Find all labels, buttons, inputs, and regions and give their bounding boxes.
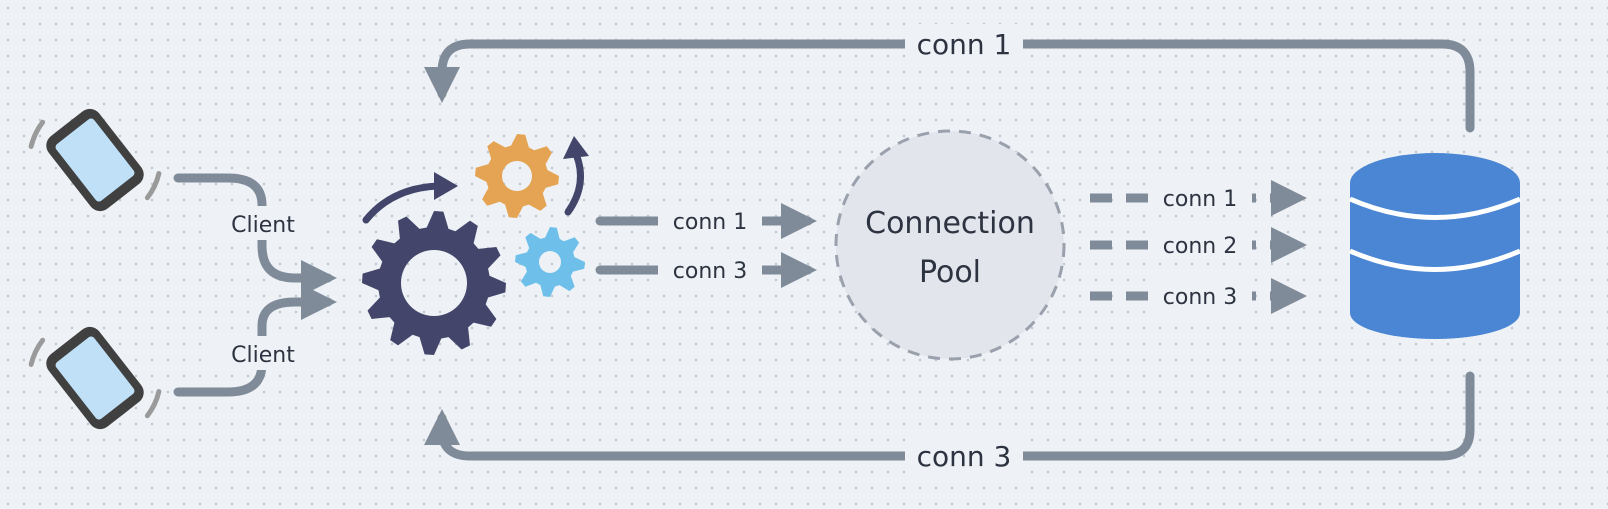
- label-bg: [1148, 228, 1252, 262]
- label-bg: [1148, 181, 1252, 215]
- rotate-arrow-icon: [564, 150, 584, 216]
- arrow-icon: [563, 136, 589, 159]
- pool-title-line1: Connection: [865, 206, 1035, 241]
- gear-icon: [362, 211, 506, 355]
- app-conn3-label: conn 3: [673, 259, 747, 284]
- conn3-return-label: conn 3: [917, 440, 1012, 473]
- gear-icon: [515, 227, 585, 297]
- pool-conn3-label: conn 3: [1163, 285, 1237, 310]
- pool-title-line2: Pool: [919, 255, 981, 290]
- client-label-bottom: Client: [231, 343, 295, 368]
- gear-icon: [475, 134, 559, 218]
- label-bg: [658, 203, 762, 239]
- label-bg: [210, 336, 316, 370]
- label-bg: [905, 24, 1023, 64]
- pool-conn1-label: conn 1: [1163, 187, 1237, 212]
- rotate-arrow-icon: [362, 182, 442, 224]
- client-label-top: Client: [231, 213, 295, 238]
- label-bg: [658, 252, 762, 288]
- connection-pool-node: [834, 129, 1066, 361]
- phone-icon: [28, 108, 162, 212]
- conn1-return-label: conn 1: [917, 28, 1012, 61]
- pool-conn2-label: conn 2: [1163, 234, 1237, 259]
- label-bg: [1148, 279, 1252, 313]
- label-bg: [905, 436, 1023, 476]
- app-conn1-label: conn 1: [673, 210, 747, 235]
- arrow-icon: [434, 172, 458, 200]
- phone-icon: [28, 326, 162, 430]
- label-bg: [210, 206, 316, 240]
- database-icon: [1349, 153, 1521, 339]
